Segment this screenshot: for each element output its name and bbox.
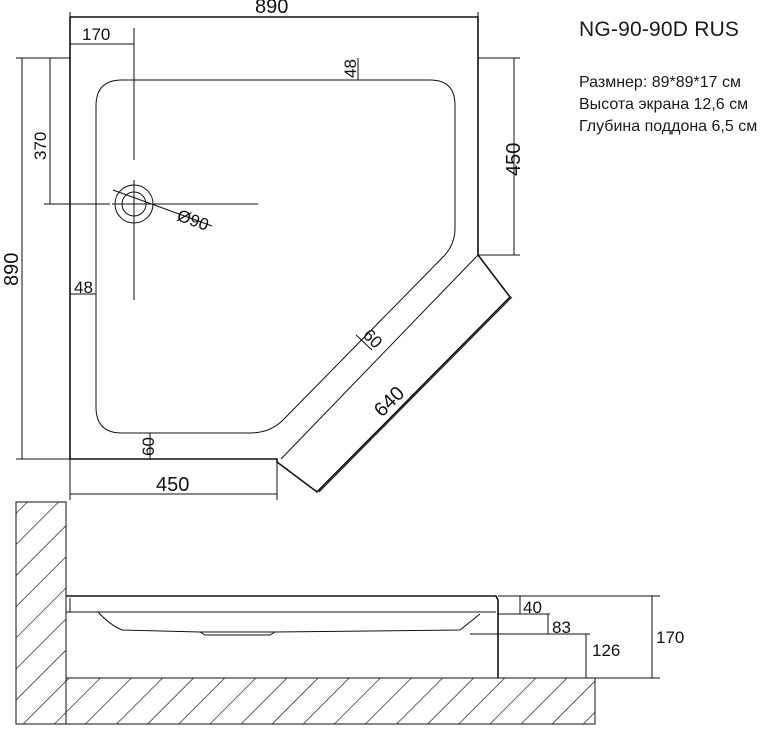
plan-view: 890 170 48 890 370 450 Ø90 48 60 64 bbox=[1, 0, 525, 500]
dim-width-top: 890 bbox=[255, 0, 288, 18]
drain bbox=[112, 180, 258, 300]
dim-right-side: 450 bbox=[503, 143, 525, 176]
tray-outline bbox=[69, 16, 512, 494]
dim-diagonal-rim: 60 bbox=[359, 325, 386, 352]
tray-profile bbox=[66, 595, 499, 678]
dim-drain-diameter: Ø90 bbox=[175, 206, 212, 235]
dim-bottom-side: 450 bbox=[156, 474, 189, 496]
inner-basin bbox=[95, 79, 456, 434]
product-info: NG-90-90D RUS Размнер: 89*89*17 см Высот… bbox=[579, 18, 757, 138]
dim-40: 40 bbox=[523, 598, 542, 617]
model-name: NG-90-90D RUS bbox=[579, 18, 740, 41]
panel-inner-edge bbox=[280, 254, 479, 460]
dim-83: 83 bbox=[552, 618, 571, 637]
dim-drain-offset-y: 370 bbox=[31, 132, 50, 160]
dim-top-rim: 48 bbox=[341, 59, 360, 78]
dim-126: 126 bbox=[592, 641, 620, 660]
dim-height-left: 890 bbox=[1, 253, 23, 286]
spec-tray-depth: Глубина поддона 6,5 см bbox=[579, 118, 758, 135]
wall-hatch bbox=[15, 501, 67, 725]
dim-left-rim: 48 bbox=[74, 278, 93, 297]
section-view: 40 83 126 170 bbox=[15, 501, 684, 725]
dim-bottom-rim: 60 bbox=[139, 437, 158, 456]
spec-size: Размнер: 89*89*17 см bbox=[579, 74, 742, 91]
dim-diagonal: 640 bbox=[370, 382, 409, 421]
floor-hatch bbox=[65, 677, 596, 725]
spec-screen-height: Высота экрана 12,6 см bbox=[579, 96, 749, 113]
dim-170: 170 bbox=[656, 628, 684, 647]
dim-drain-offset-x: 170 bbox=[82, 25, 110, 44]
